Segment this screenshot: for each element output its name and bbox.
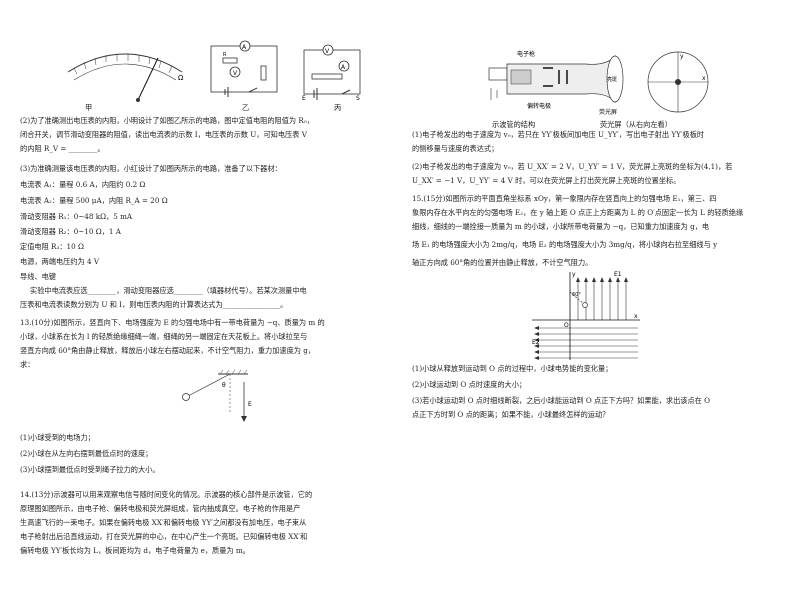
q12-3-line3: 压表和电流表读数分别为 U 和 I，则电压表内阻的计算表达式为_________… [20, 300, 288, 309]
bing-e-label: E [302, 95, 306, 102]
equip-a2: 电流表 A₂：量程 500 μA，内阻 R_A = 20 Ω [20, 196, 168, 205]
q15-sub1: (1)小球从释放到运动到 O 点的过程中，小球电势能的变化量； [412, 364, 613, 373]
q15-line3: 细线，细线的一端拴接一质量为 m 的小球，小球所带电荷量为 −q，已知重力加速度… [412, 222, 710, 231]
coord-origin-label: O [564, 322, 569, 329]
equip-wire: 导线、电键 [20, 272, 56, 281]
yi-voltmeter-label: V [233, 70, 238, 77]
field-coordinate-figure: E1 E2 y x O 60° [532, 271, 640, 360]
q14-line2: 原理图如图所示，由电子枪、偏转电极和荧光屏组成，管内抽成真空。电子枪的作用是产 [20, 504, 301, 513]
oscilloscope-tube-figure: 电子枪 亮斑 偏转电极 荧光屏 [488, 50, 624, 116]
q14-line4: 电子枪射出后沿直线运动，打在荧光屏的中心，在中心产生一个亮斑。已知偏转电极 XX… [20, 532, 308, 541]
q12-2-line1: (2)为了准确测出电压表的内阻，小明设计了如图乙所示的电路，图中定值电阻的阻值为… [20, 116, 314, 125]
yi-r0-label: R [223, 52, 227, 58]
angle-60-label: 60° [572, 292, 581, 298]
q14-sub2-line2: U_XX′ = −1 V，U_YY′ = 4 V 时，可以在荧光屏上打出荧光屏上… [412, 176, 681, 185]
equip-r3: 定值电阻 R₃：10 Ω [20, 242, 84, 251]
q12-3-line1: (3)为准确测量该电压表的内阻，小红设计了如图丙所示的电路，准备了以下器材： [20, 164, 282, 173]
q14-line5: 偏转电极 YY′板长均为 L，板间距均为 d，电子电荷量为 e，质量为 m。 [20, 546, 250, 555]
q13-sub3: (3)小球摆到最低点时受到绳子拉力的大小。 [20, 465, 160, 474]
equip-r1: 滑动变阻器 R₁：0~48 kΩ，5 mA [20, 212, 133, 221]
equip-source: 电源，两端电压约为 4 V [20, 257, 100, 266]
q13-line4: 求： [20, 360, 35, 369]
circuit-yi-figure: A R V [210, 40, 278, 97]
q13-line1: 13.(10分)如图所示，竖直向下、电场强度为 E 的匀强电场中有一带电荷量为 … [20, 318, 325, 327]
screen-label: 荧光屏 [599, 108, 617, 116]
q14-line3: 生高速飞行的一束电子。如果在偏转电极 XX′和偏转电极 YY′之间都没有加电压，… [20, 518, 307, 527]
bing-voltmeter-label: V [325, 48, 330, 55]
pendulum-theta-label: θ [222, 382, 226, 389]
coord-x-label: x [634, 313, 638, 320]
ohm-label: Ω [178, 74, 184, 82]
q12-3-line2: 实验中电流表应选________，滑动变阻器应选________（填器材代号）。… [30, 286, 307, 295]
pendulum-figure: θ E [182, 369, 252, 422]
electron-gun-label: 电子枪 [517, 50, 535, 58]
field-e1-label: E1 [614, 271, 622, 278]
q12-2-line2: 闭合开关，调节滑动变阻器的阻值，读出电流表的示数 I，电压表的示数 U，可知电压… [20, 130, 307, 139]
q13-sub2: (2)小球在从左向右摆到最低点时的速度； [20, 449, 153, 458]
fig-jia-caption: 甲 [85, 103, 93, 112]
q13-sub1: (1)小球受到的电场力； [20, 433, 95, 442]
tube-caption: 示波管的结构 [492, 120, 536, 129]
q13-line2: 小球，小球系在长为 l 的轻质绝缘细绳一端，细绳的另一端固定在天花板上。将小球拉… [20, 332, 308, 341]
q13-line3: 竖直方向成 60°角由静止释放，释放后小球左右摆动起来，不计空气阻力，重力加速度… [20, 346, 316, 355]
equip-a1: 电流表 A₁：量程 0.6 A，内阻约 0.2 Ω [20, 180, 146, 189]
q15-line2: 象限内存在水平向左的匀强电场 E₂，在 y 轴上距 O 点正上方距离为 L 的 … [412, 208, 744, 217]
q14-sub1-line1: (1)电子枪发出的电子速度为 v₀，若只在 YY′极板间加电压 U_YY′，写出… [412, 130, 705, 139]
q14-sub2-line1: (2)电子枪发出的电子速度为 v₀，若 U_XX′ = 2 V，U_YY′ = … [412, 162, 733, 171]
q15-sub2: (2)小球运动到 O 点时速度的大小； [412, 380, 527, 389]
q14-sub1-line2: 的侧移量与速度的表达式； [412, 144, 499, 153]
equip-r2: 滑动变阻器 R₂：0~10 Ω，1 A [20, 227, 121, 236]
screen-front-view-figure: y x [647, 51, 709, 113]
q15-line5: 轴正方向成 60°角的位置并由静止释放，不计空气阻力。 [412, 258, 593, 267]
screen-x-axis-label: x [702, 75, 706, 82]
circuit-bing-figure: V A E S [302, 44, 361, 102]
deflection-plate-label: 偏转电极 [527, 102, 551, 110]
q15-sub3-line2: 点正下方时到 O 点的距离；如果不能，小球最终怎样的运动？ [412, 410, 610, 419]
fig-bing-caption: 丙 [334, 103, 342, 112]
q14-line1: 14.(13分)示波器可以用来观察电信号随时间变化的情况。示波器的核心部件是示波… [20, 490, 313, 499]
pendulum-e-label: E [248, 401, 252, 408]
field-e2-label: E2 [532, 339, 540, 346]
q15-line1: 15.(15分)如图所示的平面直角坐标系 xOy，第一象限内存在竖直向上的匀强电… [412, 194, 717, 203]
yi-ammeter-label: A [242, 44, 247, 51]
bright-spot-label: 亮斑 [607, 76, 617, 83]
q15-sub3-line1: (3)若小球运动到 O 点时细线断裂，之后小球能运动到 O 点正下方吗？如果能，… [412, 396, 711, 405]
q12-2-line3: 的内阻 R_V = ________。 [20, 144, 105, 153]
screen-view-caption: 荧光屏（从右向左看） [600, 120, 672, 129]
meter-dial-figure: Ω [67, 53, 184, 102]
bing-s-label: S [356, 95, 360, 102]
bing-ammeter-label: A [341, 64, 346, 71]
fig-yi-caption: 乙 [242, 103, 250, 112]
q15-line4: 场 E₁ 的电场强度大小为 2mg/q，电场 E₂ 的电场强度大小为 3mg/q… [412, 240, 718, 249]
screen-y-axis-label: y [680, 53, 684, 60]
coord-y-label: y [572, 271, 576, 278]
